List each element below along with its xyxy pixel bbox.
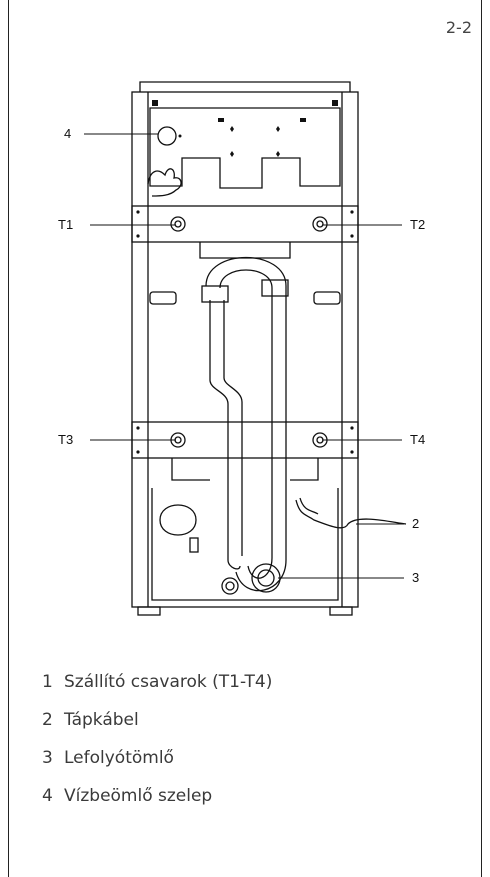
legend-item: 2 Tápkábel [42,708,272,746]
legend-text: Szállító csavarok (T1-T4) [64,672,273,692]
legend-text: Vízbeömlő szelep [64,786,213,806]
callout-t2: T2 [410,217,426,232]
drain-hose-outer [205,257,287,592]
legend-item: 3 Lefolyótömlő [42,746,272,784]
cabinet-body [131,91,359,608]
callout-t1: T1 [58,217,74,232]
callout-4: 4 [64,126,72,141]
inlet-valve [157,126,177,146]
callout-3: 3 [412,570,420,585]
bolt-t1 [170,216,186,232]
callout-t3: T3 [58,432,74,447]
legend-number: 4 [42,786,53,806]
hose-clip-left [201,285,229,303]
power-cable [295,499,407,529]
foot-left [137,606,161,616]
cable-loop-top [147,168,182,197]
clamp-left [149,291,177,305]
transport-bar-upper [131,205,359,243]
figure-number: 2-2 [445,18,472,37]
bolt-t2 [312,216,328,232]
legend-item: 4 Vízbeömlő szelep [42,784,272,822]
page-frame [8,0,482,877]
hose-clip-right [261,279,289,297]
top-plate [149,107,341,189]
legend-number: 3 [42,748,53,768]
legend-text: Lefolyótömlő [64,748,174,768]
legend-text: Tápkábel [64,710,139,730]
drain-hose-inner [219,269,273,579]
legend-number: 1 [42,672,53,692]
cabinet-top [139,81,351,92]
callout-t4: T4 [410,432,426,447]
legend: 1 Szállító csavarok (T1-T4) 2 Tápkábel 3 Le… [42,670,272,822]
clamp-right [313,291,341,305]
legend-number: 2 [42,710,53,730]
legend-item: 1 Szállító csavarok (T1-T4) [42,670,272,708]
foot-right [329,606,353,616]
callout-2: 2 [412,516,420,531]
